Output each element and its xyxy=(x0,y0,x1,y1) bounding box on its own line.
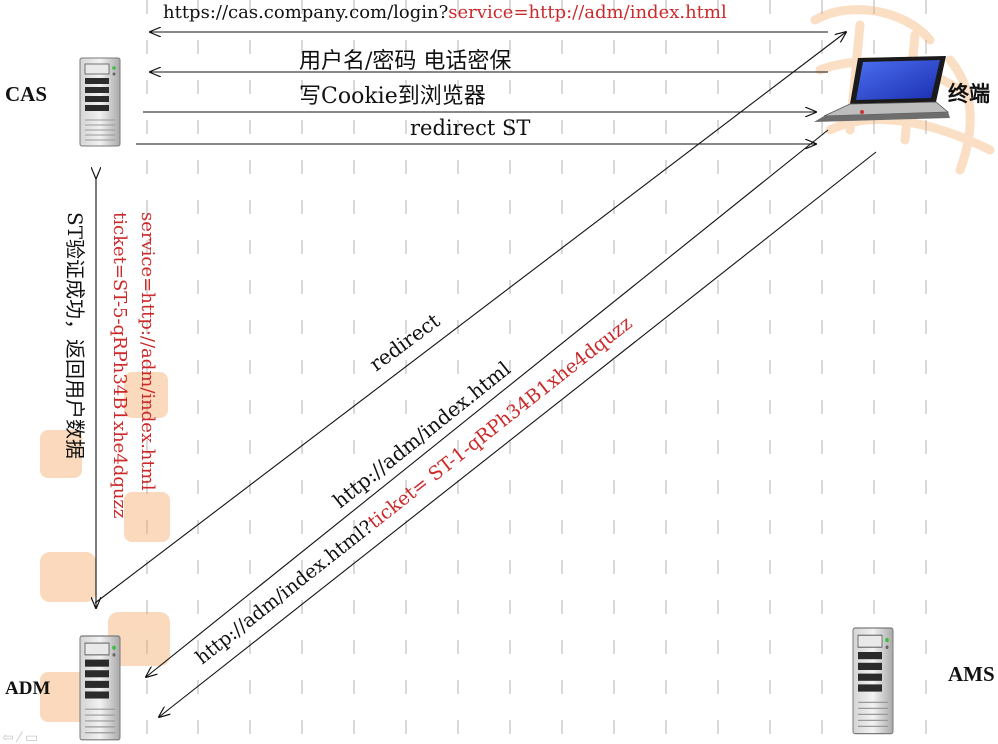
terminal-label: 终端 xyxy=(948,82,990,106)
redirect-arrow xyxy=(94,32,846,604)
validate-ticket-label: ticket=ST-5-qRPh34B1xhe4dquzz xyxy=(109,212,130,518)
laptop-icon xyxy=(814,56,950,122)
ams-server-icon xyxy=(852,627,894,735)
redirect-label: redirect xyxy=(365,308,445,376)
ams-label: AMS xyxy=(948,662,995,686)
cas-label: CAS xyxy=(5,82,47,106)
watermark-seal xyxy=(40,372,170,722)
adm-server-icon xyxy=(79,635,121,741)
adm-ticket-label: http://adm/index.html?ticket= ST-1-qRPh3… xyxy=(191,312,636,669)
write-cookie-label: 写Cookie到浏览器 xyxy=(299,84,486,109)
st-validate-success-label: ST验证成功，返回用户数据 xyxy=(63,212,87,459)
login-url-label: https://cas.company.com/login?service=ht… xyxy=(163,2,727,23)
adm-ticket-arrow xyxy=(159,151,877,717)
slide-nav-icon: ⇦ ⁄ ▭ xyxy=(2,730,38,744)
validate-service-label: service=http://adm/index.html xyxy=(137,212,158,491)
redirect-st-label: redirect ST xyxy=(410,116,530,140)
cas-server-icon xyxy=(79,57,121,147)
background-grid xyxy=(146,0,927,744)
adm-index-arrow xyxy=(146,129,829,677)
credentials-label: 用户名/密码 电话密保 xyxy=(299,49,511,74)
adm-label: ADM xyxy=(5,678,50,699)
